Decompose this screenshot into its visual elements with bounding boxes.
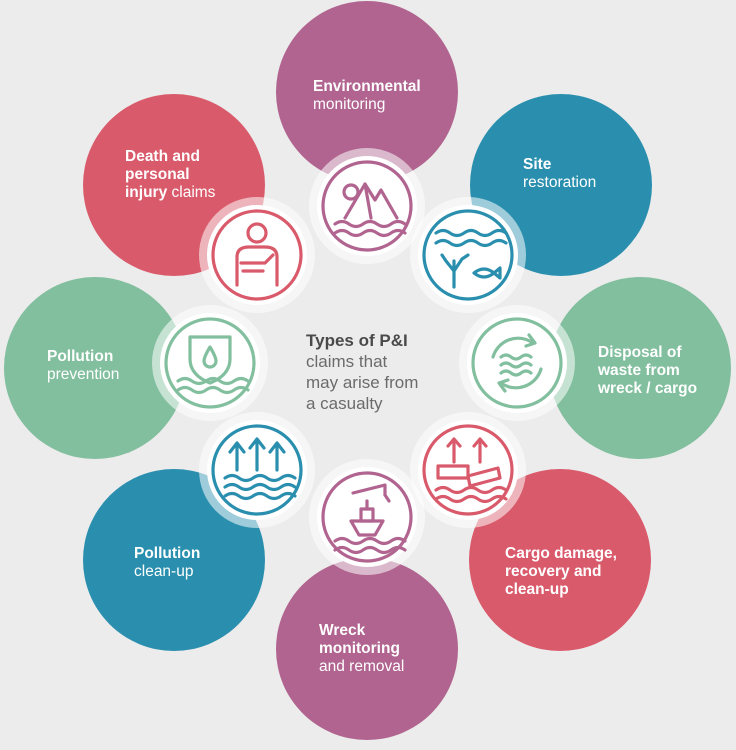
- label-line: Site: [523, 156, 596, 174]
- badge-site-restoration: [418, 205, 518, 305]
- badge-wreck-monitoring: [317, 467, 417, 567]
- label-regular: clean-up: [134, 563, 194, 580]
- label-line: Wreck: [319, 622, 404, 640]
- label-bold: injury: [125, 184, 168, 201]
- label-bold: Site: [523, 156, 552, 173]
- label-regular: restoration: [523, 174, 597, 191]
- label-line: Cargo damage,: [505, 545, 617, 563]
- label-line: clean-up: [134, 563, 200, 581]
- badge-pollution-cleanup: [207, 420, 307, 520]
- petal-disposal-of-waste: [549, 277, 731, 459]
- shield-drop-icon: [164, 317, 256, 409]
- label-regular: prevention: [47, 366, 120, 383]
- label-line: wreck / cargo: [598, 380, 697, 398]
- label-line: monitoring: [313, 96, 421, 114]
- label-line: and removal: [319, 658, 404, 676]
- badge-pollution-prevention: [160, 313, 260, 413]
- label-line: personal: [125, 166, 215, 184]
- label-bold: monitoring: [319, 640, 400, 657]
- center-line: a casualty: [306, 394, 383, 413]
- label-line: prevention: [47, 366, 119, 384]
- label-bold: Environmental: [313, 78, 421, 95]
- label-bold: Wreck: [319, 622, 366, 639]
- label-bold: Pollution: [134, 545, 201, 562]
- label-line: Pollution: [47, 348, 119, 366]
- label-regular: monitoring: [313, 96, 386, 113]
- center-line: claims that: [306, 352, 388, 371]
- label-bold: recovery and: [505, 563, 602, 580]
- label-regular: claims: [167, 184, 216, 201]
- label-line: monitoring: [319, 640, 404, 658]
- mountains-sun-waves-icon: [321, 160, 413, 252]
- label-bold: personal: [125, 166, 190, 183]
- badge-disposal-of-waste: [467, 313, 567, 413]
- label-line: recovery and: [505, 563, 617, 581]
- floating-cargo-icon: [422, 424, 514, 516]
- label-bold: waste from: [598, 362, 680, 379]
- recycle-arrows-waves-icon: [471, 317, 563, 409]
- center-line: may arise from: [306, 373, 419, 392]
- label-line: Disposal of: [598, 344, 697, 362]
- badge-cargo-damage: [418, 420, 518, 520]
- label-line: clean-up: [505, 581, 617, 599]
- label-bold: Disposal of: [598, 344, 682, 361]
- label-bold: Pollution: [47, 348, 114, 365]
- petal-wreck-monitoring: [276, 558, 458, 740]
- badge-death-injury: [207, 205, 307, 305]
- label-bold: wreck / cargo: [598, 380, 698, 397]
- label-line: Environmental: [313, 78, 421, 96]
- waves-up-arrows-icon: [211, 424, 303, 516]
- label-line: injury claims: [125, 184, 215, 202]
- label-line: Pollution: [134, 545, 200, 563]
- injured-person-icon: [211, 209, 303, 301]
- ship-crane-icon: [321, 471, 413, 563]
- label-bold: Cargo damage,: [505, 545, 617, 562]
- label-regular: and removal: [319, 658, 405, 675]
- label-bold: clean-up: [505, 581, 569, 598]
- label-line: waste from: [598, 362, 697, 380]
- label-line: Death and: [125, 148, 215, 166]
- center-caption: Types of P&I claims that may arise from …: [306, 330, 456, 414]
- center-title: Types of P&I: [306, 331, 408, 350]
- label-line: restoration: [523, 174, 596, 192]
- waves-coral-fish-icon: [422, 209, 514, 301]
- badge-environmental-monitoring: [317, 156, 417, 256]
- label-bold: Death and: [125, 148, 200, 165]
